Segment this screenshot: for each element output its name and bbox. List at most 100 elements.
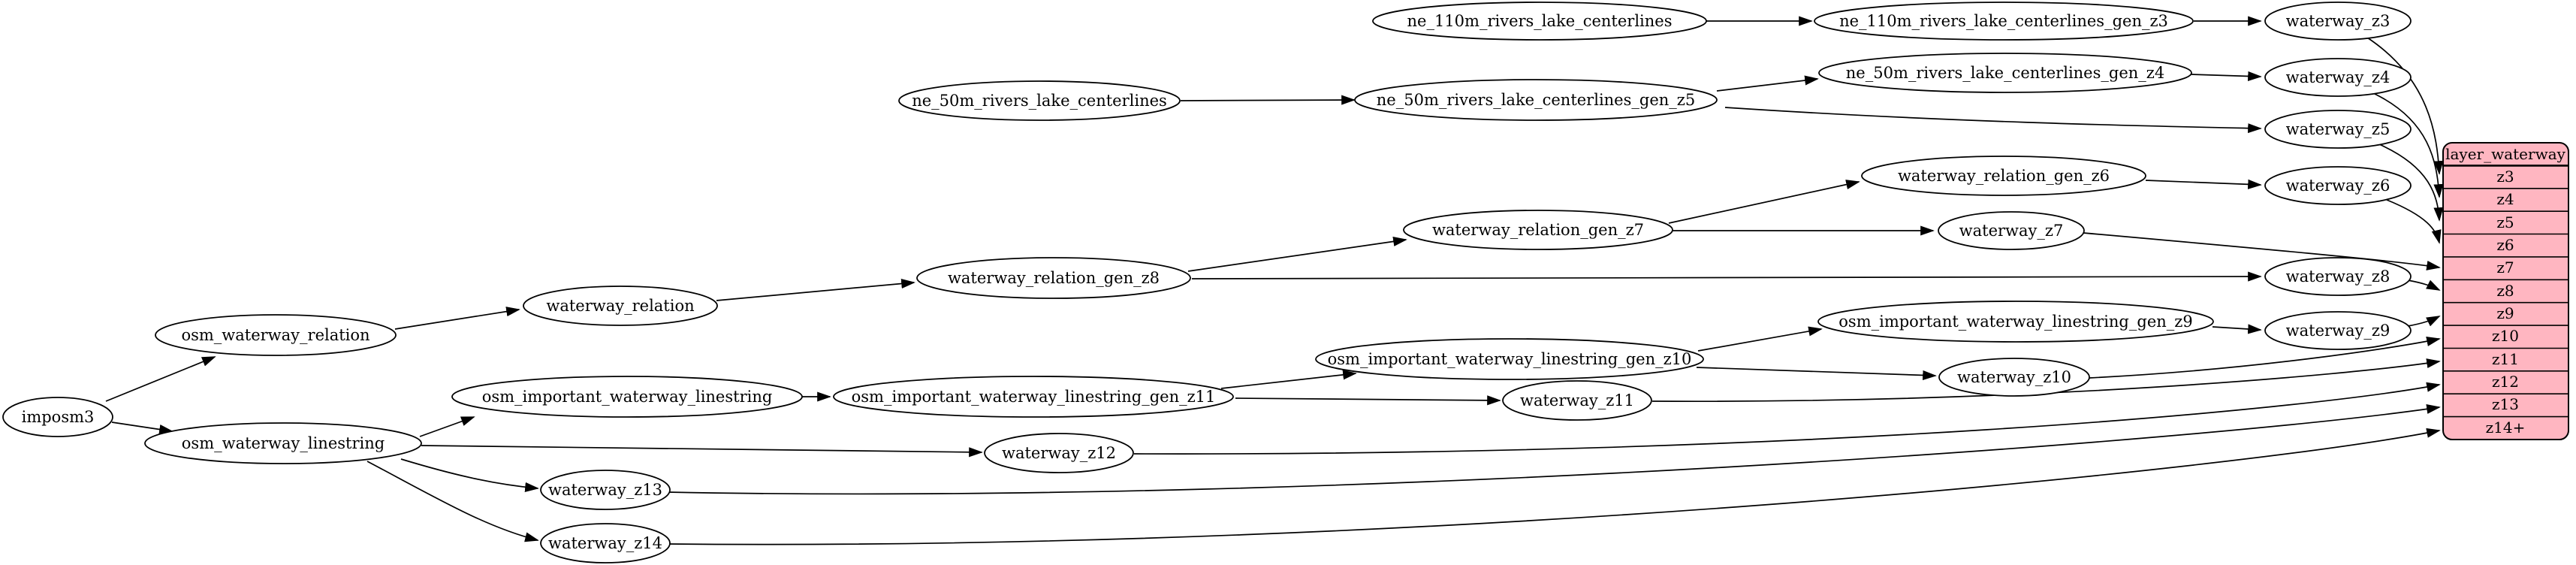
node-waterway_z8-shape <box>2264 257 2412 296</box>
node-waterway_relation_gen_z6: waterway_relation_gen_z6 <box>1861 156 2146 196</box>
node-ne_50m_rivers_lake_centerlines_gen_z4-shape <box>1818 53 2192 93</box>
edge-gen_z4-waterway_z4 <box>2191 71 2262 81</box>
edge-osm_waterway_linestring-osm_important <box>419 416 475 437</box>
node-waterway_z13-label: waterway_z13 <box>548 481 662 499</box>
node-ne_50m_rivers_lake_centerlines_gen_z5-label: ne_50m_rivers_lake_centerlines_gen_z5 <box>1377 91 1695 109</box>
node-osm_waterway_relation: osm_waterway_relation <box>155 314 397 356</box>
node-imposm3: imposm3 <box>2 397 113 437</box>
edge-gen_z9-waterway_z9 <box>2212 324 2262 334</box>
node-waterway_z4: waterway_z4 <box>2264 58 2412 97</box>
table-row-z13: z13 <box>2492 395 2519 413</box>
node-waterway_z3: waterway_z3 <box>2264 2 2412 41</box>
node-waterway_z13-shape <box>540 470 671 510</box>
node-osm_important_waterway_linestring-label: osm_important_waterway_linestring <box>482 388 773 406</box>
node-waterway_z13: waterway_z13 <box>540 470 671 510</box>
node-osm_important_waterway_linestring_gen_z10-label: osm_important_waterway_linestring_gen_z1… <box>1328 350 1692 368</box>
edge-gen_z5-gen_z4 <box>1716 75 1819 92</box>
edge-waterway_z8-row_z8 <box>2407 279 2441 291</box>
edge-layer <box>105 16 2444 545</box>
node-imposm3-label: imposm3 <box>22 408 95 426</box>
node-waterway_z9-label: waterway_z9 <box>2286 322 2390 340</box>
edge-gen_z8-gen_z7 <box>1187 236 1407 272</box>
node-osm_important_waterway_linestring_gen_z11-label: osm_important_waterway_linestring_gen_z1… <box>852 388 1216 406</box>
edge-gen_z10-waterway_z10 <box>1696 367 1937 380</box>
edge-waterway_relation-gen_z8 <box>716 279 915 301</box>
edge-osm_waterway_relation-waterway_relation <box>394 307 520 330</box>
node-waterway_relation: waterway_relation <box>523 286 718 326</box>
table-row-z10: z10 <box>2492 327 2519 345</box>
node-ne_110m_rivers_lake_centerlines_gen_z3-label: ne_110m_rivers_lake_centerlines_gen_z3 <box>1839 12 2168 30</box>
table-row-z5: z5 <box>2496 213 2514 231</box>
node-ne_110m_rivers_lake_centerlines: ne_110m_rivers_lake_centerlines <box>1372 2 1707 41</box>
node-waterway_z3-label: waterway_z3 <box>2286 12 2390 30</box>
edge-imposm3-osm_waterway_relation <box>105 356 216 402</box>
node-osm_important_waterway_linestring_gen_z10-shape <box>1315 338 1704 380</box>
table-row-z8: z8 <box>2496 282 2514 300</box>
edge-gen_z11-gen_z10 <box>1220 370 1357 389</box>
node-ne_50m_rivers_lake_centerlines-shape <box>898 80 1181 121</box>
node-waterway_z5: waterway_z5 <box>2264 110 2412 149</box>
node-waterway_z14-shape <box>540 523 671 563</box>
edge-waterway_z3-row_z3 <box>2366 37 2444 175</box>
node-osm_important_waterway_linestring_gen_z9-label: osm_important_waterway_linestring_gen_z9 <box>1838 313 2192 331</box>
node-waterway_z12: waterway_z12 <box>984 433 1134 473</box>
node-waterway_z10-label: waterway_z10 <box>1957 368 2071 386</box>
node-osm_important_waterway_linestring_gen_z9: osm_important_waterway_linestring_gen_z9 <box>1817 301 2214 343</box>
table-row-z6: z6 <box>2496 236 2514 254</box>
node-osm_important_waterway_linestring: osm_important_waterway_linestring <box>451 376 803 418</box>
edge-waterway_z14-row_z14plus <box>667 428 2441 545</box>
edge-imposm3-osm_waterway_linestring <box>111 421 173 434</box>
node-waterway_z8-label: waterway_z8 <box>2286 267 2390 286</box>
node-waterway_z10-shape <box>1938 358 2090 397</box>
edge-gen_z5-waterway_z5 <box>1724 107 2262 134</box>
edge-gen_z7-gen_z6 <box>1668 180 1860 224</box>
layer-waterway-table-box <box>2442 142 2569 440</box>
node-waterway_z5-shape <box>2264 110 2412 149</box>
node-osm_waterway_linestring-label: osm_waterway_linestring <box>182 434 385 452</box>
node-waterway_relation_gen_z6-label: waterway_relation_gen_z6 <box>1898 167 2110 185</box>
node-ne_50m_rivers_lake_centerlines: ne_50m_rivers_lake_centerlines <box>898 80 1181 121</box>
node-waterway_relation_gen_z8: waterway_relation_gen_z8 <box>916 257 1191 299</box>
node-ne_110m_rivers_lake_centerlines-shape <box>1372 2 1707 41</box>
node-waterway_z6-shape <box>2264 166 2412 205</box>
node-osm_waterway_linestring: osm_waterway_linestring <box>144 422 422 464</box>
node-waterway_z12-label: waterway_z12 <box>1002 444 1116 462</box>
table-row-z3: z3 <box>2496 168 2514 186</box>
node-osm_important_waterway_linestring-shape <box>451 376 803 418</box>
node-ne_50m_rivers_lake_centerlines_gen_z5: ne_50m_rivers_lake_centerlines_gen_z5 <box>1354 79 1718 121</box>
node-osm_waterway_linestring-shape <box>144 422 422 464</box>
node-ne_50m_rivers_lake_centerlines_gen_z4: ne_50m_rivers_lake_centerlines_gen_z4 <box>1818 53 2192 93</box>
table-row-z4: z4 <box>2496 190 2514 208</box>
edge-gen_z6-waterway_z6 <box>2145 179 2262 189</box>
edge-waterway_z12-row_z12 <box>1133 382 2441 455</box>
node-osm_waterway_relation-shape <box>155 314 397 356</box>
node-waterway_z12-shape <box>984 433 1134 473</box>
node-waterway_relation-shape <box>523 286 718 326</box>
node-waterway_z14-label: waterway_z14 <box>548 534 662 552</box>
edge-waterway_z6-row_z6 <box>2386 199 2442 244</box>
edge-osm_waterway_linestring-waterway_z12 <box>421 445 983 458</box>
edge-osm_waterway_linestring-waterway_z14 <box>366 461 539 542</box>
edge-waterway_z5-row_z5 <box>2378 144 2444 222</box>
table-row-z9: z9 <box>2496 304 2514 322</box>
node-waterway_z8: waterway_z8 <box>2264 257 2412 296</box>
node-ne_50m_rivers_lake_centerlines_gen_z4-label: ne_50m_rivers_lake_centerlines_gen_z4 <box>1846 64 2164 82</box>
node-waterway_z11: waterway_z11 <box>1502 380 1652 421</box>
node-waterway_z3-shape <box>2264 2 2412 41</box>
node-waterway_z6-label: waterway_z6 <box>2286 177 2390 195</box>
node-waterway_relation_gen_z7: waterway_relation_gen_z7 <box>1403 210 1673 250</box>
node-ne_110m_rivers_lake_centerlines-label: ne_110m_rivers_lake_centerlines <box>1407 12 1673 30</box>
node-waterway_z6: waterway_z6 <box>2264 166 2412 205</box>
node-waterway_relation_gen_z6-shape <box>1861 156 2146 196</box>
node-waterway_z11-label: waterway_z11 <box>1520 391 1634 409</box>
node-osm_waterway_relation-label: osm_waterway_relation <box>181 326 370 344</box>
edge-waterway_z4-row_z4 <box>2372 92 2444 198</box>
node-osm_important_waterway_linestring_gen_z11: osm_important_waterway_linestring_gen_z1… <box>833 376 1234 418</box>
node-waterway_z7-label: waterway_z7 <box>1959 222 2064 240</box>
node-ne_110m_rivers_lake_centerlines_gen_z3-shape <box>1814 2 2194 41</box>
node-waterway_z4-label: waterway_z4 <box>2286 68 2390 86</box>
node-waterway_z14: waterway_z14 <box>540 523 671 563</box>
node-osm_important_waterway_linestring_gen_z10: osm_important_waterway_linestring_gen_z1… <box>1315 338 1704 380</box>
